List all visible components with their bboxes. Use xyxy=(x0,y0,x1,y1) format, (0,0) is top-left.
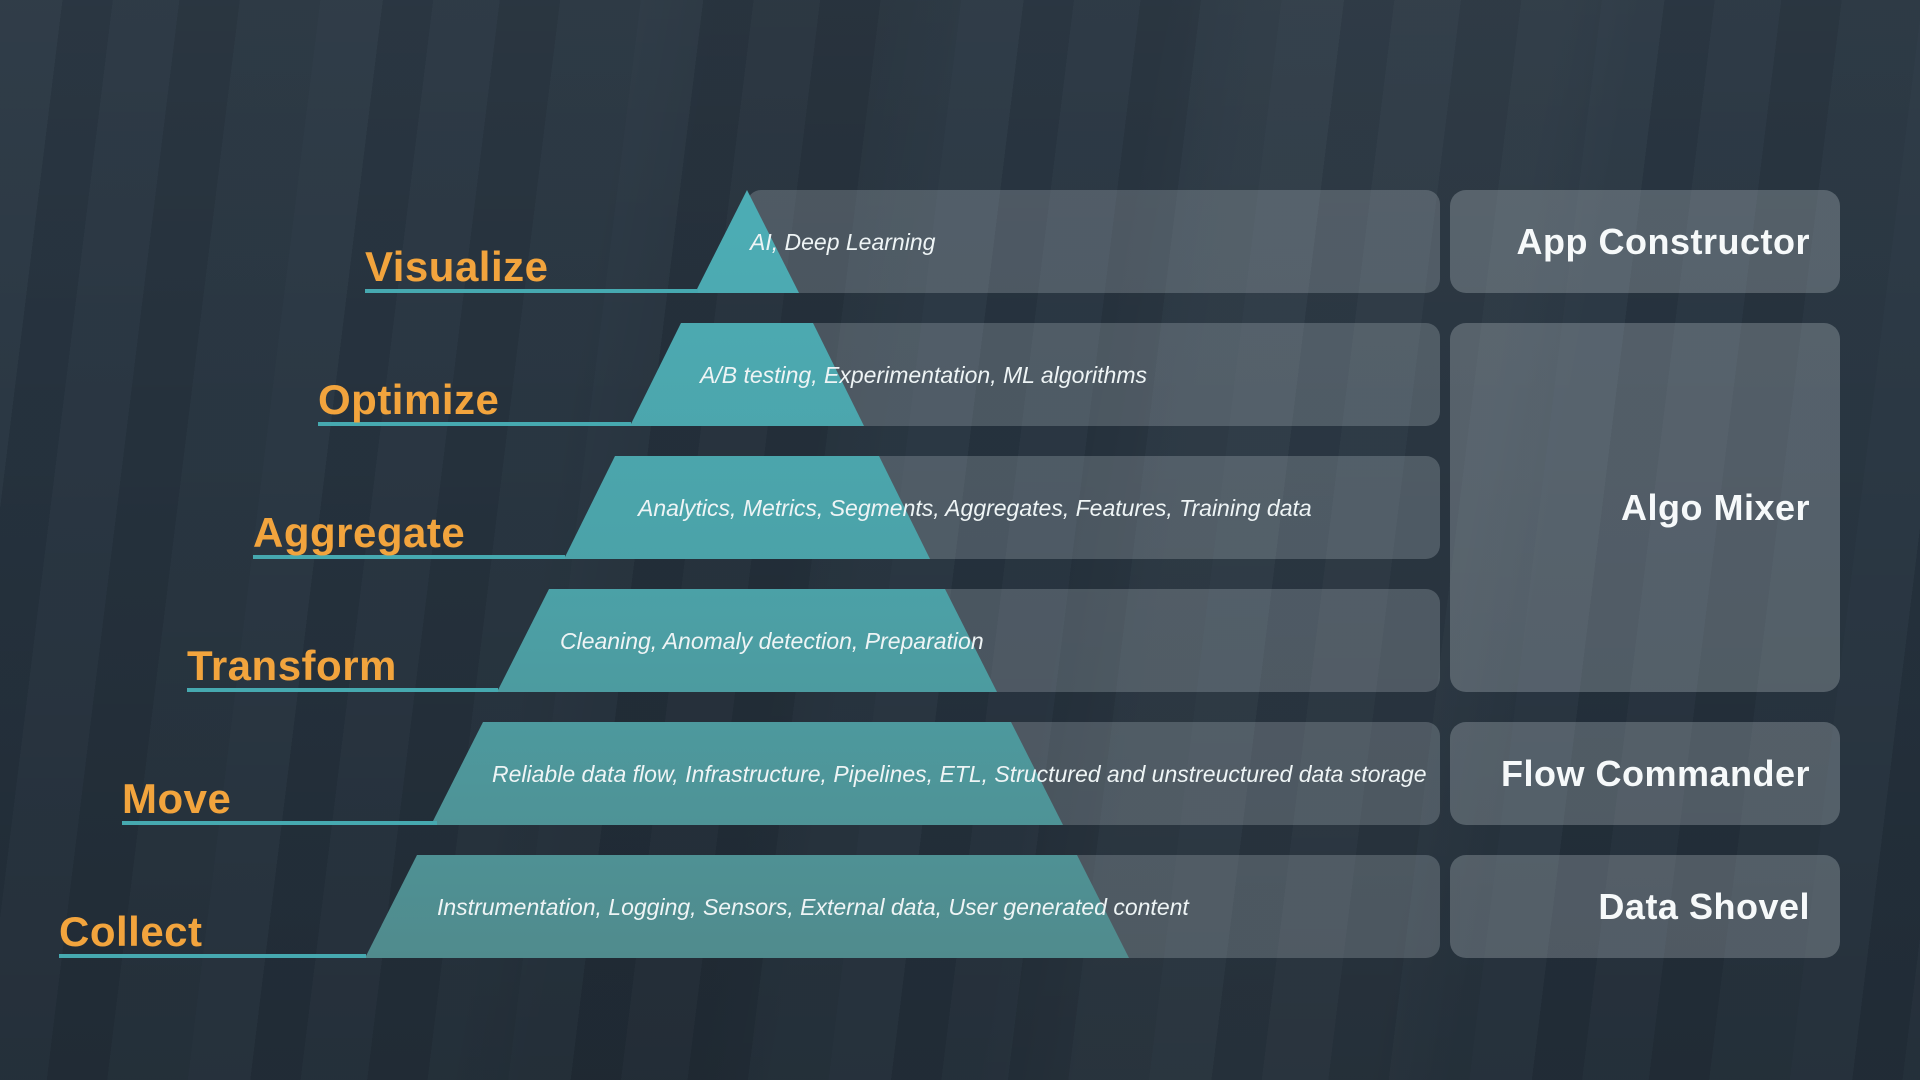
level-description-move: Reliable data flow, Infrastructure, Pipe… xyxy=(492,761,1427,787)
level-label-visualize: Visualize xyxy=(365,243,549,290)
tool-label: Data Shovel xyxy=(1598,885,1810,927)
pyramid-segment-collect xyxy=(365,855,1129,958)
level-band-visualize xyxy=(747,190,1440,293)
tool-panel-data-shovel: Data Shovel xyxy=(1450,855,1840,958)
level-underline-transform xyxy=(187,688,498,692)
tool-panel-app-constructor: App Constructor xyxy=(1450,190,1840,293)
level-underline-move xyxy=(122,821,437,825)
level-underline-optimize xyxy=(318,422,631,426)
level-label-aggregate: Aggregate xyxy=(253,509,466,556)
pyramid-segment-visualize xyxy=(695,190,799,293)
pyramid-segment-optimize xyxy=(630,323,864,426)
level-description-aggregate: Analytics, Metrics, Segments, Aggregates… xyxy=(638,495,1312,521)
tool-panel-algo-mixer: Algo Mixer xyxy=(1450,323,1840,692)
level-underline-visualize xyxy=(365,289,698,293)
tool-label: App Constructor xyxy=(1516,220,1810,262)
level-underline-collect xyxy=(59,954,366,958)
level-label-transform: Transform xyxy=(187,642,397,689)
level-label-move: Move xyxy=(122,775,232,822)
level-description-visualize: AI, Deep Learning xyxy=(750,229,936,255)
pyramid-segment-transform xyxy=(497,589,997,692)
tool-panel-flow-commander: Flow Commander xyxy=(1450,722,1840,825)
pyramid-segment-aggregate xyxy=(564,456,930,559)
level-underline-aggregate xyxy=(253,555,565,559)
tool-label: Algo Mixer xyxy=(1620,486,1810,528)
level-description-collect: Instrumentation, Logging, Sensors, Exter… xyxy=(437,894,1189,920)
tool-label: Flow Commander xyxy=(1500,752,1810,794)
level-description-optimize: A/B testing, Experimentation, ML algorit… xyxy=(700,362,1148,388)
level-label-optimize: Optimize xyxy=(318,376,500,423)
pyramid-segment-move xyxy=(431,722,1063,825)
level-label-collect: Collect xyxy=(59,908,203,955)
level-description-transform: Cleaning, Anomaly detection, Preparation xyxy=(560,628,984,654)
